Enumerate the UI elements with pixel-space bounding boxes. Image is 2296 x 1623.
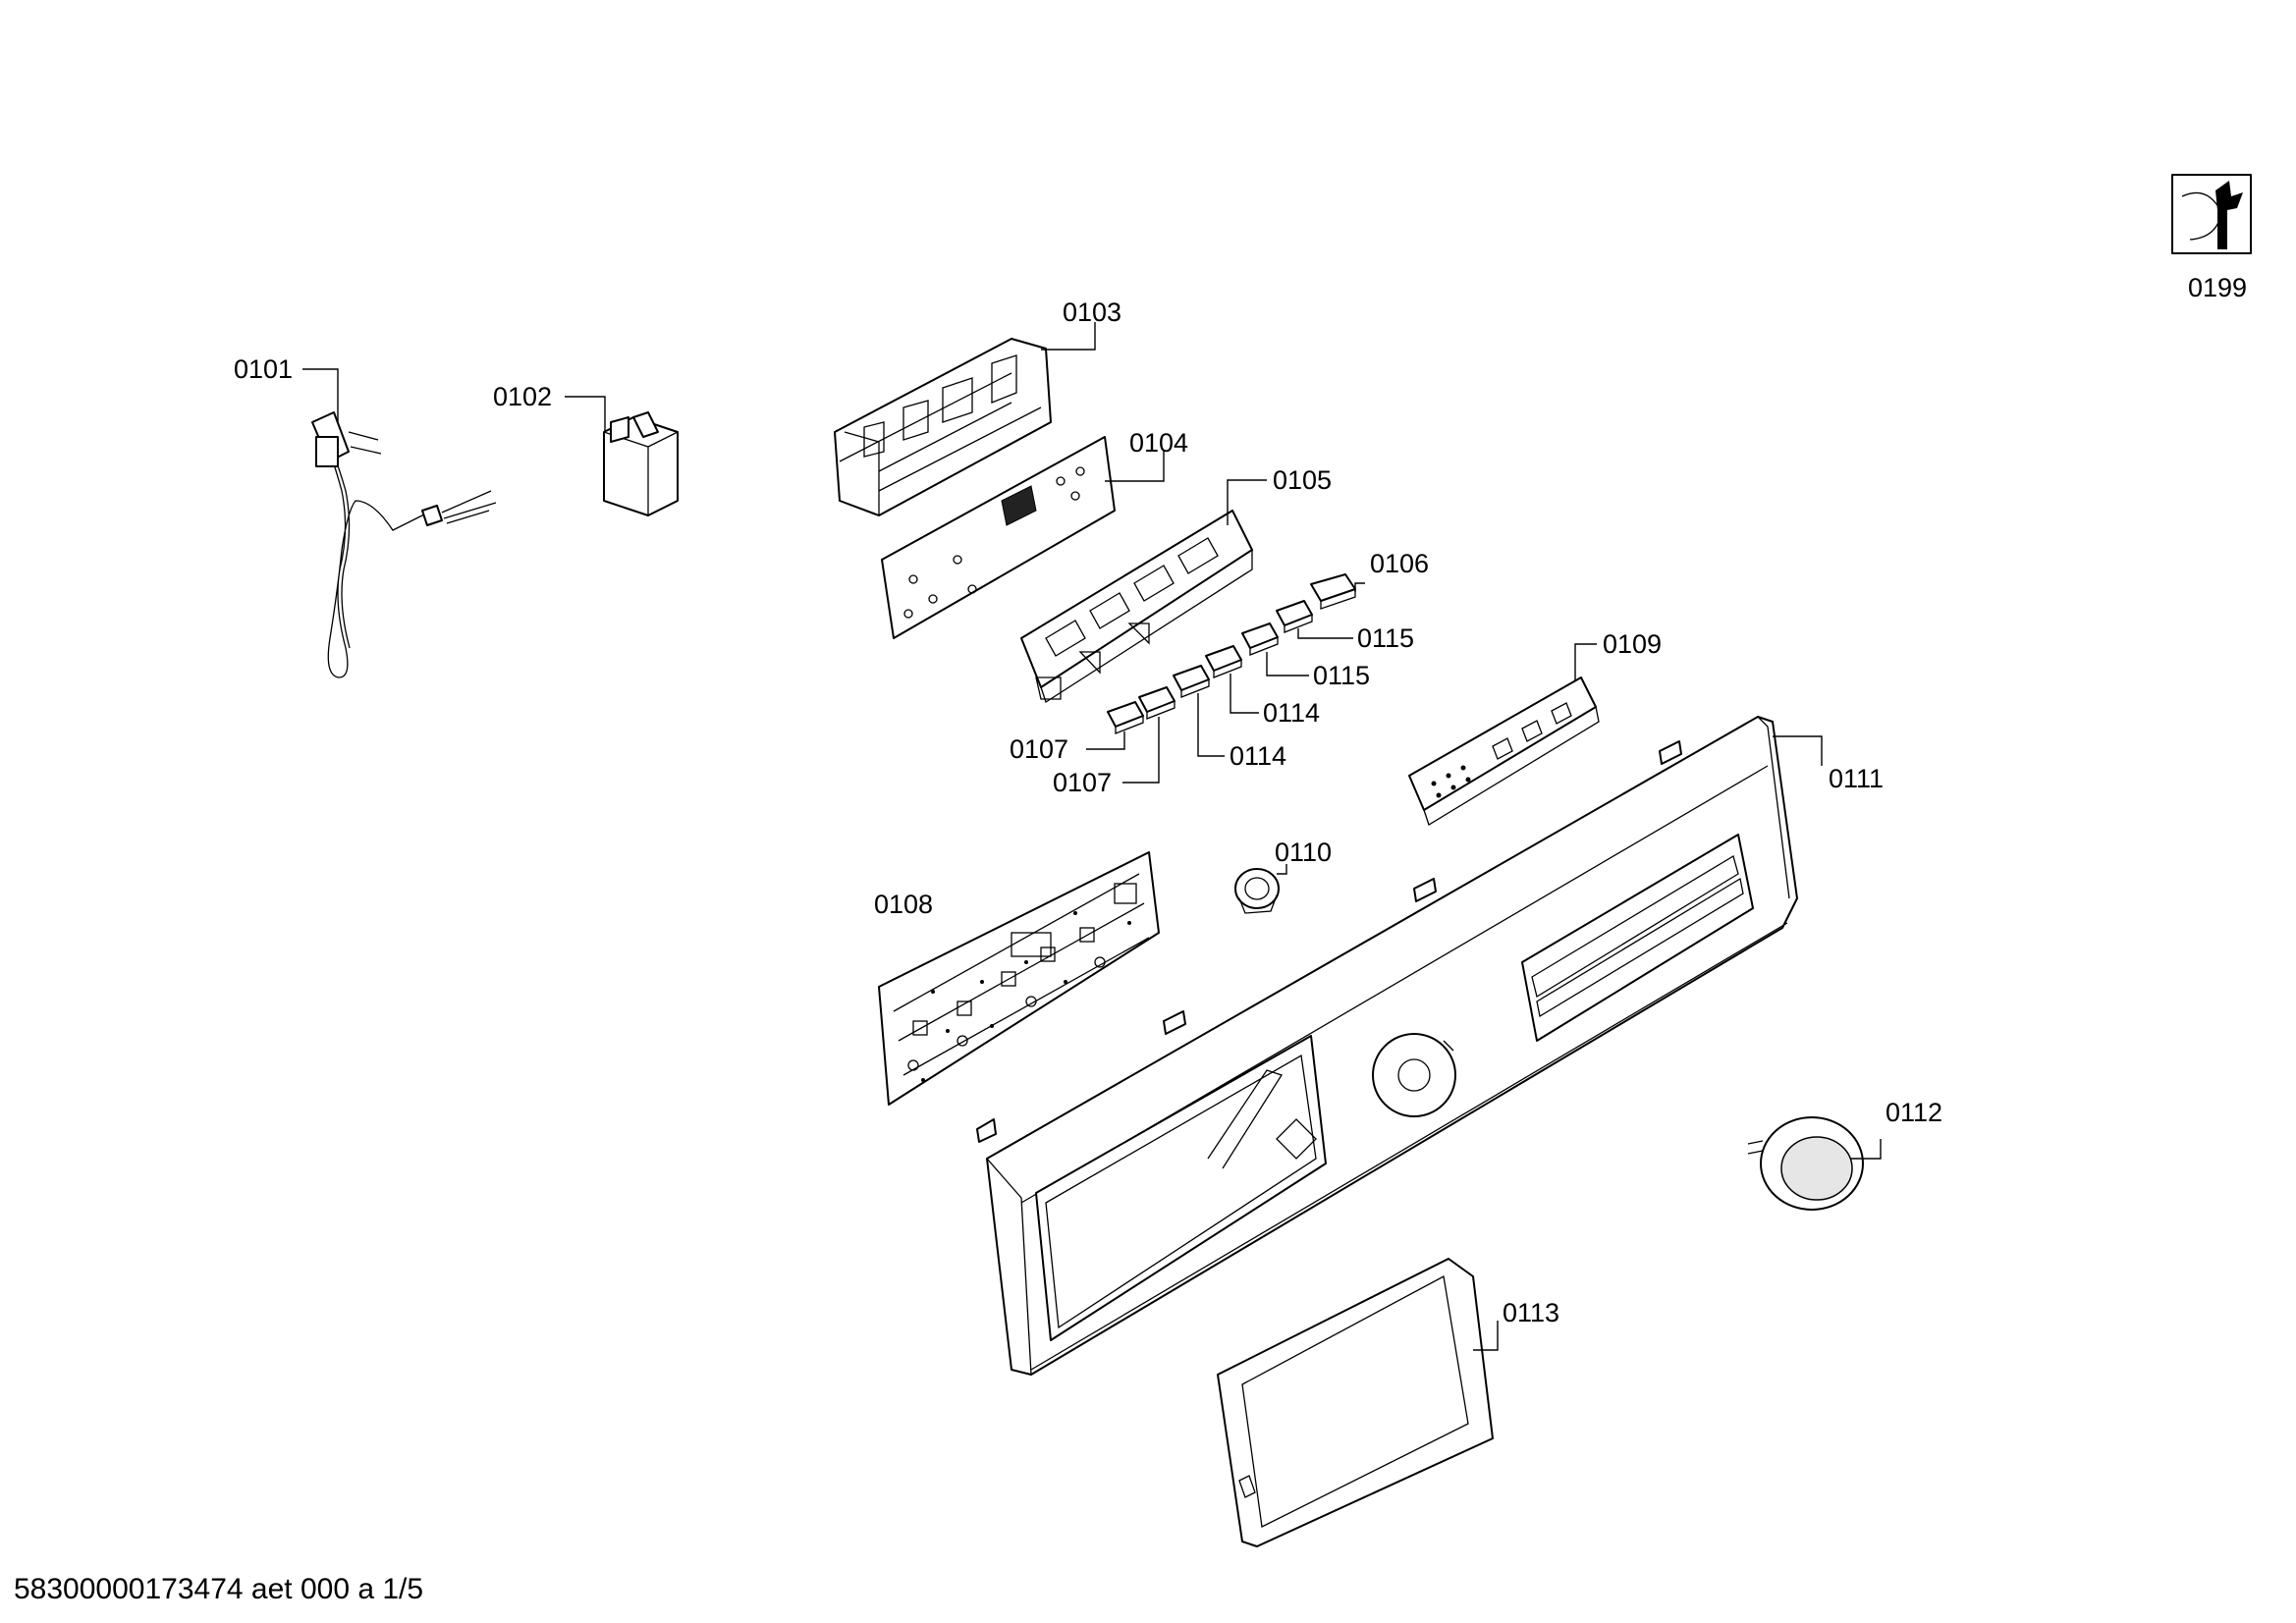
- part-label-0110: 0110: [1275, 838, 1332, 867]
- circuit-board-part: [881, 436, 1116, 639]
- key-button-0107b: [1107, 701, 1144, 734]
- key-button-0115a: [1276, 600, 1313, 633]
- part-label-0115a: 0115: [1357, 623, 1414, 653]
- control-panel-fascia-part: [976, 716, 1798, 1376]
- key-button-0114b: [1173, 665, 1210, 698]
- document-footer-id: 58300000173474 aet 000 a 1/5: [14, 1573, 423, 1605]
- part-label-0114b: 0114: [1230, 741, 1286, 771]
- key-button-0107a: [1138, 686, 1175, 720]
- part-label-0107a: 0107: [1010, 734, 1068, 764]
- suppressor-part: [603, 411, 679, 516]
- power-cord-part: [311, 411, 497, 678]
- key-button-0115b: [1241, 622, 1279, 656]
- part-label-0107b: 0107: [1053, 768, 1112, 797]
- drawer-handle-part: [1217, 1258, 1494, 1547]
- part-label-0114a: 0114: [1263, 698, 1320, 728]
- part-label-0111: 0111: [1829, 764, 1884, 793]
- part-label-0106: 0106: [1370, 549, 1429, 578]
- rotary-knob-part: [1747, 1116, 1864, 1211]
- part-label-0109: 0109: [1603, 629, 1662, 659]
- part-label-0115b: 0115: [1313, 661, 1370, 690]
- knob-insert-part: [1234, 868, 1280, 914]
- key-button-0106: [1310, 573, 1356, 610]
- module-housing-part: [834, 338, 1052, 516]
- main-pcb-part: [878, 851, 1160, 1106]
- part-label-0102: 0102: [493, 382, 552, 411]
- part-label-0199: 0199: [2188, 273, 2247, 302]
- part-label-0103: 0103: [1063, 298, 1121, 327]
- button-holder-part: [1020, 510, 1253, 703]
- part-label-0112: 0112: [1886, 1098, 1942, 1127]
- key-button-0114a: [1205, 645, 1242, 678]
- part-label-0113: 0113: [1503, 1298, 1559, 1327]
- part-label-0104: 0104: [1129, 428, 1188, 458]
- part-label-0101: 0101: [234, 354, 293, 384]
- led-holder-part: [1408, 676, 1600, 826]
- wrench-service-icon: [2171, 174, 2252, 254]
- part-label-0108: 0108: [874, 890, 933, 919]
- part-label-0105: 0105: [1273, 465, 1332, 495]
